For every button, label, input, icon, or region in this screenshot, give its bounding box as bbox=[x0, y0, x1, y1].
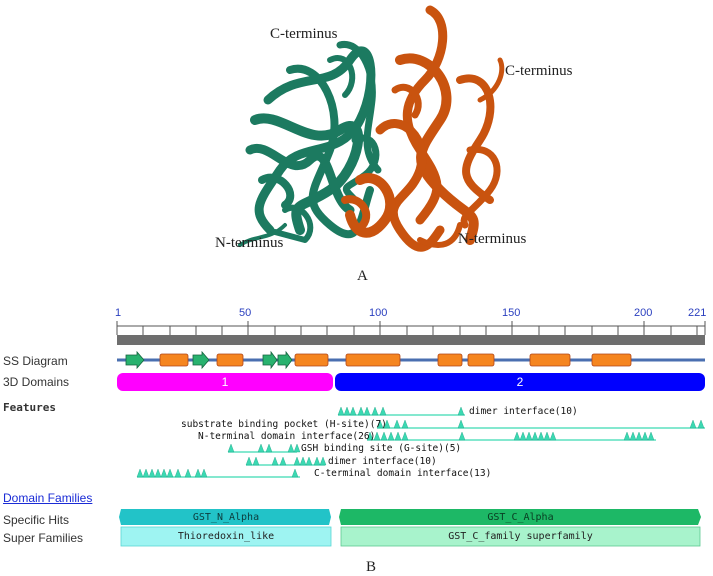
feature-label-substrate-binding-pocket[interactable]: substrate binding pocket (H-site)(7) bbox=[181, 419, 387, 430]
ruler-tick-100: 100 bbox=[369, 307, 388, 319]
super-family-thioredoxin-label: Thioredoxin_like bbox=[177, 531, 275, 542]
panel-b-label: B bbox=[366, 559, 377, 575]
feature-label-c-terminal-domain-interface[interactable]: C-terminal domain interface(13) bbox=[314, 468, 492, 479]
super-family-bars bbox=[120, 526, 701, 547]
super-family-gst-c-bar[interactable] bbox=[340, 526, 701, 547]
protein-structure-image bbox=[238, 5, 505, 252]
super-family-gst-c-label: GST_C_family superfamily bbox=[448, 531, 593, 542]
ss-diagram-label: SS Diagram bbox=[3, 354, 68, 368]
feature-tracks bbox=[136, 406, 705, 478]
chain1-n-terminus-label: N-terminus bbox=[215, 235, 284, 251]
feature-label-gsh-binding-site[interactable]: GSH binding site (G-site)(5) bbox=[301, 443, 462, 454]
feature-label-dimer-interface-2[interactable]: dimer interface(10) bbox=[328, 456, 437, 467]
chain2-c-terminus-label: C-terminus bbox=[505, 63, 573, 79]
domain-2-label: 2 bbox=[516, 375, 524, 389]
domain-1-bar[interactable] bbox=[117, 373, 333, 391]
chain2-n-terminus-label: N-terminus bbox=[458, 231, 527, 247]
panel-a-label: A bbox=[357, 268, 368, 284]
ruler-tick-50: 50 bbox=[239, 307, 252, 319]
beta-strands bbox=[125, 350, 293, 370]
panel-b-graphics bbox=[116, 321, 706, 547]
domain-1-label: 1 bbox=[221, 375, 229, 389]
specific-hit-bars bbox=[119, 509, 701, 525]
specific-hits-label: Specific Hits bbox=[3, 513, 70, 527]
specific-hit-gst-c-alpha-bar[interactable] bbox=[339, 509, 701, 525]
ss-diagram-track bbox=[117, 350, 705, 370]
specific-hit-gst-n-alpha-label: GST_N_Alpha bbox=[192, 512, 260, 523]
feature-label-dimer-interface-1[interactable]: dimer interface(10) bbox=[469, 406, 578, 417]
domain-2-bar[interactable] bbox=[335, 373, 705, 391]
feature-label-n-terminal-domain-interface[interactable]: N-terminal domain interface(26) bbox=[198, 431, 376, 442]
3d-domains-label: 3D Domains bbox=[3, 375, 70, 389]
ruler-tick-150: 150 bbox=[502, 307, 521, 319]
specific-hit-gst-n-alpha-bar[interactable] bbox=[119, 509, 331, 525]
ruler-tick-200: 200 bbox=[634, 307, 653, 319]
specific-hit-gst-c-alpha-label: GST_C_Alpha bbox=[487, 512, 554, 523]
sequence-ruler bbox=[116, 321, 706, 345]
super-family-thioredoxin-bar[interactable] bbox=[120, 526, 332, 547]
features-label: Features bbox=[3, 401, 56, 414]
chain1-c-terminus-label: C-terminus bbox=[270, 26, 338, 42]
alpha-helices bbox=[159, 353, 632, 367]
ruler-tick-1: 1 bbox=[115, 307, 122, 319]
ruler-tick-221: 221 bbox=[688, 307, 707, 319]
chain-2-structure bbox=[341, 5, 505, 252]
super-families-label: Super Families bbox=[3, 531, 84, 545]
chain-1-structure bbox=[238, 41, 382, 247]
domain-families-link[interactable]: Domain Families bbox=[3, 491, 93, 505]
